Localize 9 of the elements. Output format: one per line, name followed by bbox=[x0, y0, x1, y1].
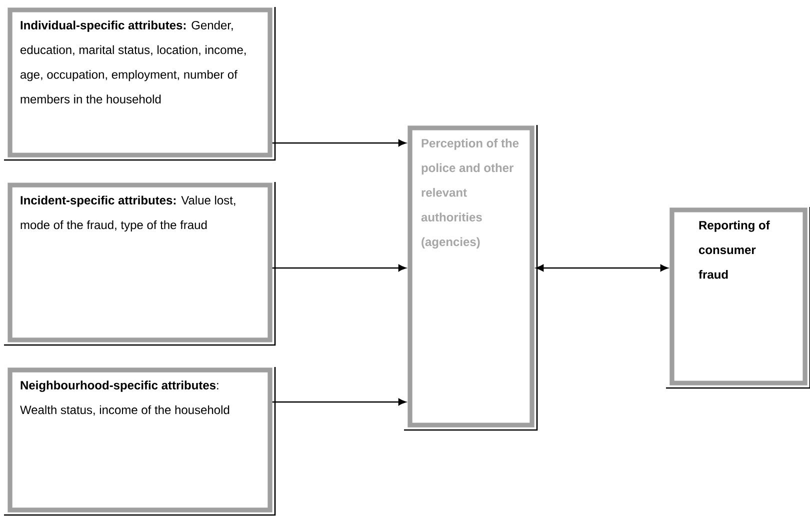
arrow bbox=[272, 398, 406, 406]
arrow bbox=[536, 264, 668, 272]
box: Reporting of consumer fraud bbox=[666, 207, 810, 389]
box: Perception of the police and other relevant authorities (agencies) bbox=[404, 125, 538, 431]
box: Individual-specific attributes: Gender, education, marital status, location, income, age, occupation, employment, number of members in the household bbox=[4, 7, 276, 161]
arrow bbox=[272, 140, 406, 146]
arrow bbox=[272, 264, 406, 272]
box: Incident-specific attributes: Value lost, mode of the fraud, type of the fraud bbox=[4, 182, 276, 346]
box: Neighbourhood-specific attributes: Wealth status, income of the household bbox=[4, 367, 276, 516]
